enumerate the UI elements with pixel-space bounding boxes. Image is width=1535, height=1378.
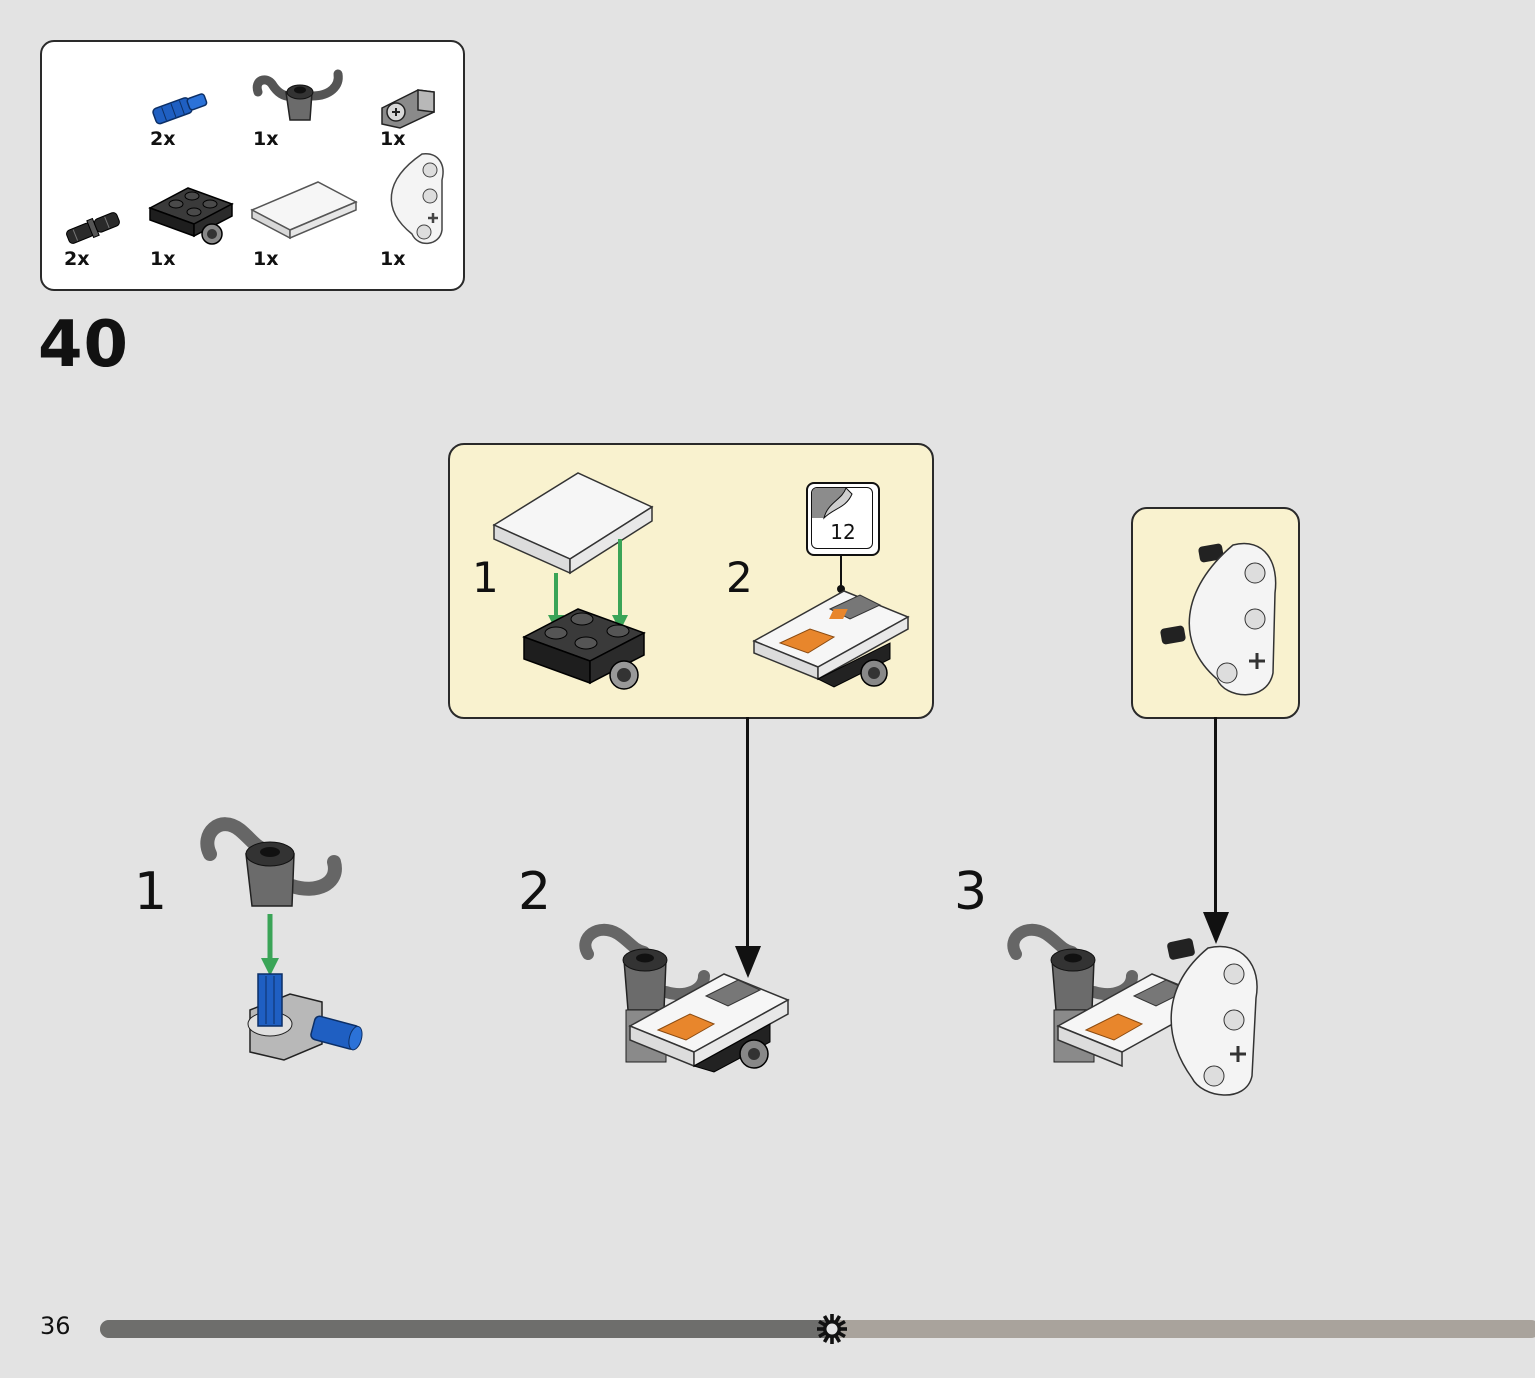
- parts-list-box: 2x 1x 1x 2x 1x: [40, 40, 465, 291]
- beam-attached-assembly-diagram: [1007, 923, 1258, 1096]
- gear-icon: [817, 1314, 847, 1344]
- blue-axle-pin-icon: [152, 93, 208, 125]
- part-qty: 2x: [64, 248, 90, 270]
- substep-number: 3: [954, 862, 988, 922]
- down-arrow-icon: [1203, 912, 1229, 944]
- substep-number: 1: [134, 862, 168, 922]
- down-arrow-icon: [735, 946, 761, 978]
- handlebar-connector-icon: [252, 69, 343, 121]
- plate-attached-assembly-diagram: [579, 923, 790, 1073]
- curved-beam-with-pins-diagram: [1160, 542, 1277, 696]
- sticker-number: 12: [830, 520, 856, 544]
- sticker-leader-line: [840, 554, 842, 588]
- part-qty: 2x: [150, 128, 176, 150]
- step-number: 40: [38, 308, 130, 382]
- beam-connector-line: [1214, 717, 1217, 917]
- beam-callout: [1131, 507, 1300, 719]
- part-qty: 1x: [380, 248, 406, 270]
- part-qty: 1x: [253, 128, 279, 150]
- substep-number: 2: [518, 862, 552, 922]
- white-tile-icon: [250, 181, 358, 240]
- part-qty: 1x: [380, 128, 406, 150]
- handlebar-onto-block-diagram: [200, 817, 363, 1061]
- page-number: 36: [40, 1312, 71, 1340]
- cross-block-icon: [381, 89, 435, 129]
- part-qty: 1x: [150, 248, 176, 270]
- callout-connector-line: [746, 717, 749, 953]
- white-curved-beam-icon: [390, 153, 444, 244]
- progress-fill: [100, 1320, 832, 1338]
- part-qty: 1x: [253, 248, 279, 270]
- black-plate-icon: [148, 187, 234, 245]
- stickered-tile-diagram: [752, 590, 910, 688]
- sticker-leader-dot: [837, 585, 845, 593]
- callout-substep-number: 1: [472, 553, 499, 602]
- sub-assembly-callout: 1 2 12: [448, 443, 934, 719]
- tile-on-plate-diagram: [492, 472, 654, 690]
- sticker-icon: [811, 487, 873, 549]
- sticker-badge: 12: [806, 482, 880, 556]
- callout-substep-number: 2: [726, 553, 753, 602]
- black-friction-pin-icon: [66, 212, 120, 244]
